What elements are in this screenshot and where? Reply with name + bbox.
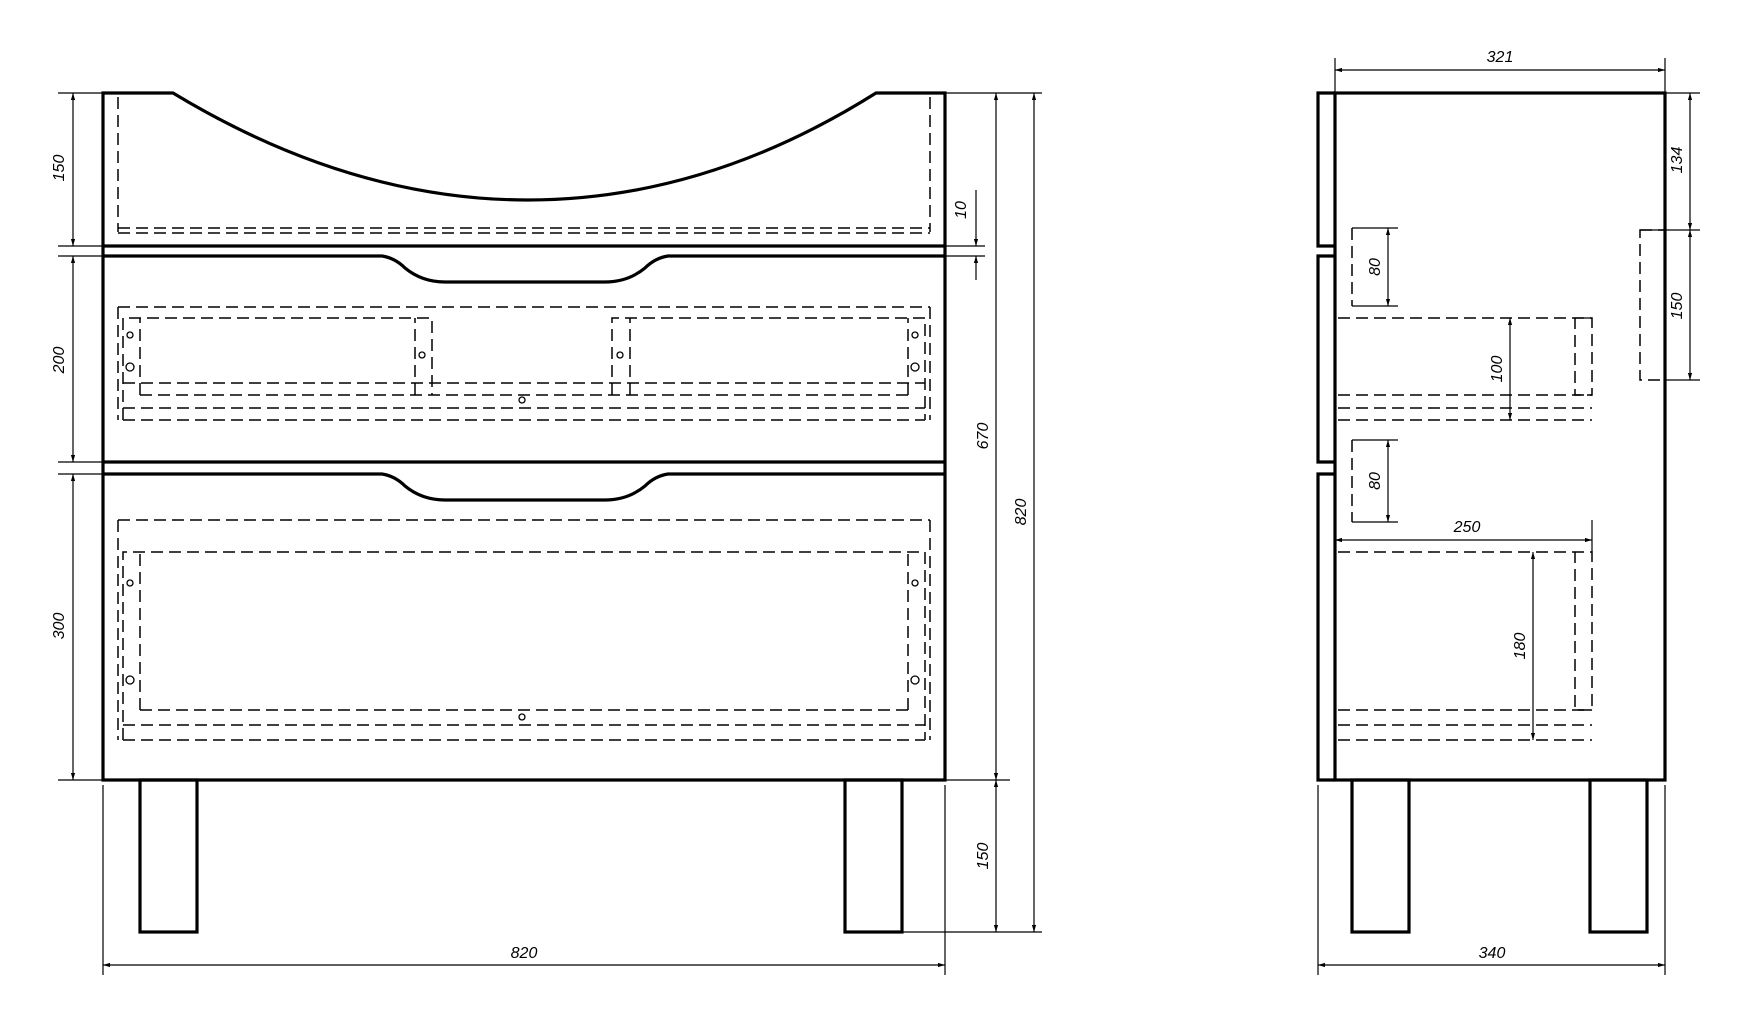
side-dim-top-offset: 134: [1669, 147, 1686, 174]
side-leg-back: [1588, 778, 1649, 934]
side-front-drawer-upper: [1316, 254, 1335, 464]
front-drawer-lower-hidden: [117, 519, 931, 741]
front-dim-width: 820: [511, 945, 538, 962]
side-dim-front-gap-lower: 80: [1367, 472, 1384, 490]
front-dim-total-height: 820: [1013, 499, 1030, 526]
front-leg-right: [843, 778, 904, 934]
front-dim-drawer-lower: 300: [51, 613, 68, 640]
front-drawer-upper-hidden: [117, 306, 931, 421]
side-drawer-lower-hidden: [1338, 440, 1593, 741]
side-dim-back-panel: 150: [1669, 293, 1686, 320]
side-front-drawer-lower: [1316, 472, 1335, 782]
front-cabinet-outline: [101, 91, 947, 782]
front-view: 150 10 200 300 670 820 150 820: [51, 91, 1042, 975]
side-dim-drawer-upper-height: 100: [1489, 356, 1506, 383]
front-leg-left: [138, 778, 199, 934]
side-dim-total-depth: 340: [1479, 945, 1506, 962]
front-dim-drawer-upper: 200: [51, 347, 68, 375]
side-dim-front-gap-upper: 80: [1367, 258, 1384, 276]
front-dim-top-panel: 150: [51, 155, 68, 182]
front-dim-gap: 10: [953, 201, 970, 219]
side-dim-top-depth: 321: [1487, 49, 1514, 66]
side-cabinet-outline: [1333, 91, 1667, 782]
front-drawer-lower: [103, 460, 945, 502]
front-drawer-upper: [103, 244, 945, 284]
side-back-panel: [1639, 229, 1666, 381]
front-dim-legs: 150: [975, 843, 992, 870]
side-front-top-panel: [1316, 91, 1335, 248]
side-dim-drawer-depth: 250: [1453, 519, 1481, 536]
side-leg-front: [1350, 778, 1411, 934]
side-dim-drawer-lower-height: 180: [1512, 633, 1529, 660]
side-drawer-upper-hidden: [1338, 228, 1593, 421]
front-dim-body: 670: [975, 423, 992, 450]
side-view: 321 134 150 80 100 80 250 180 340: [1316, 49, 1700, 975]
